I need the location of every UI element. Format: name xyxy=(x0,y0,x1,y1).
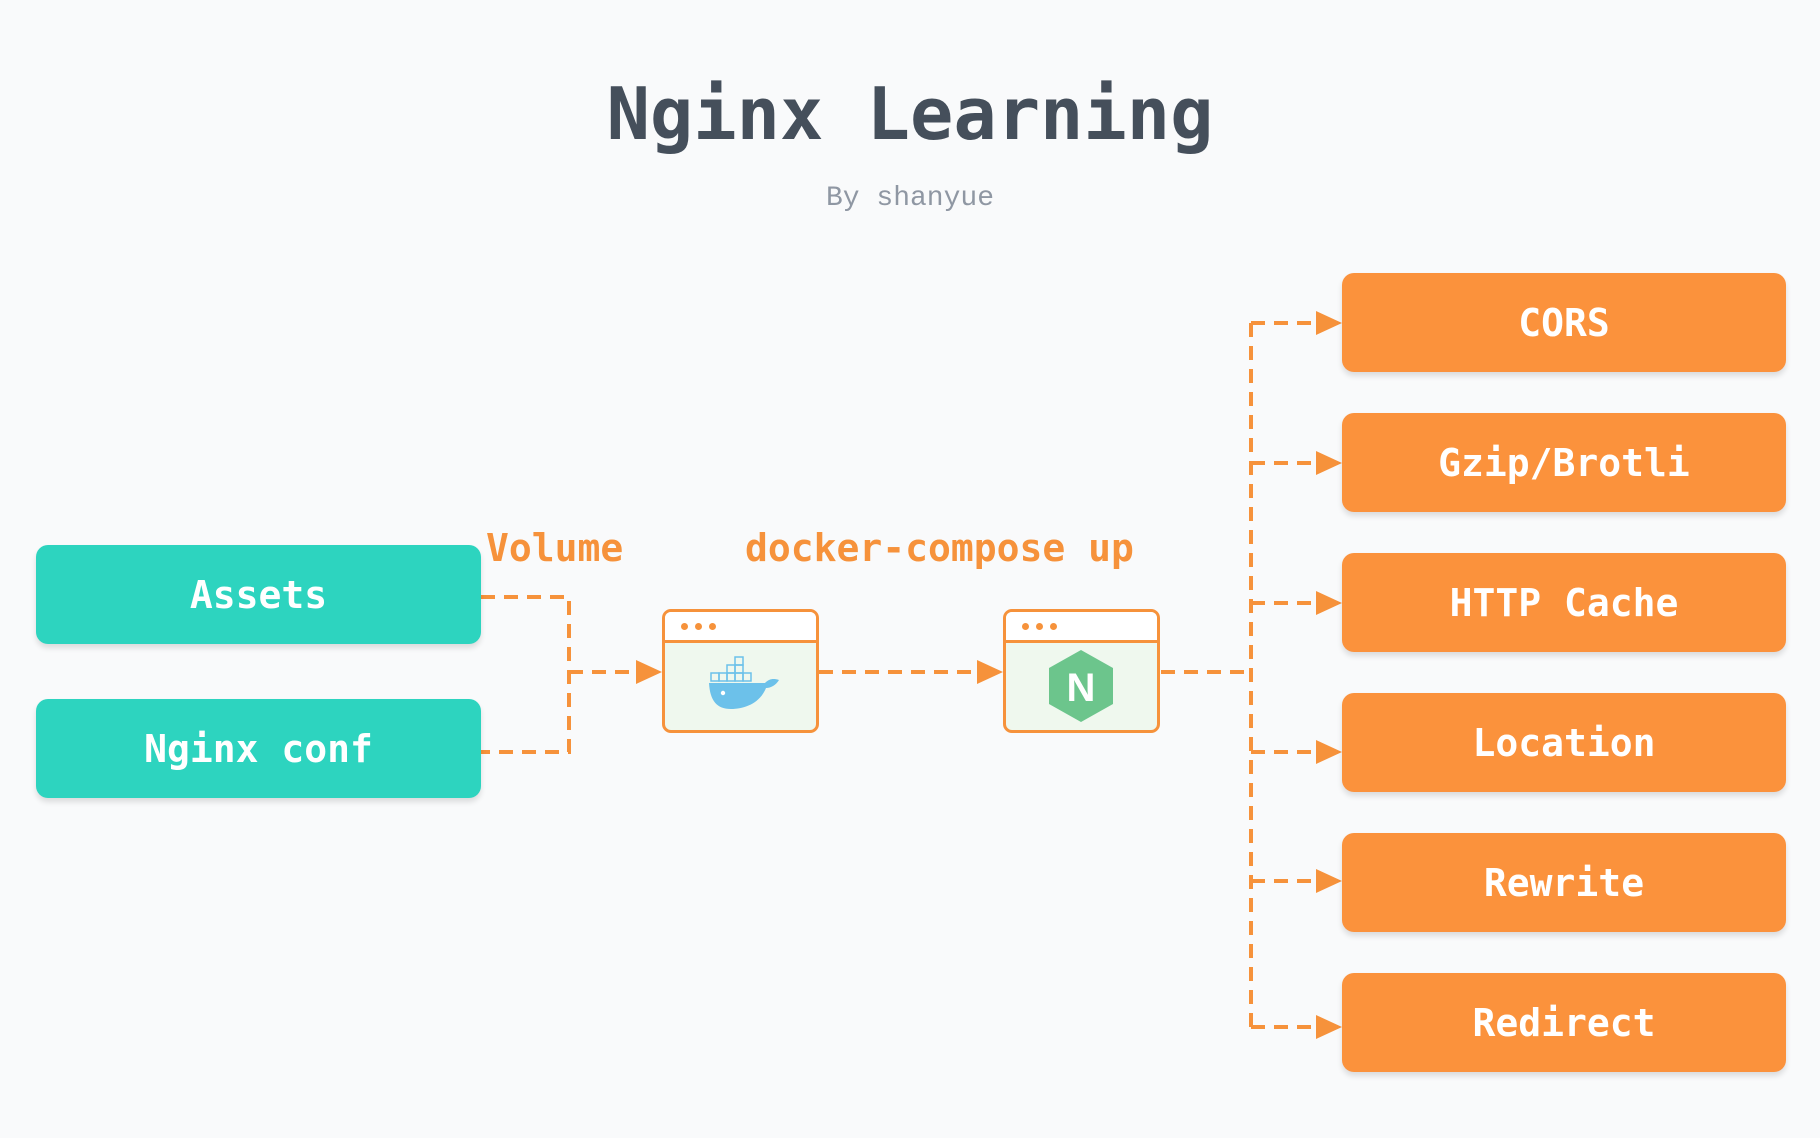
docker-whale-icon xyxy=(709,656,779,709)
window-title-bar xyxy=(1006,612,1157,643)
window-dot xyxy=(1050,623,1057,630)
volume-label: Volume xyxy=(486,526,624,570)
window-dot xyxy=(1036,623,1043,630)
arrow-to-docker xyxy=(636,660,662,684)
arrow-to-location xyxy=(1316,740,1342,764)
docker-window xyxy=(662,609,819,733)
diagram-title: Nginx Learning xyxy=(606,72,1214,156)
arrow-to-http-cache xyxy=(1316,591,1342,615)
docker-compose-label: docker-compose up xyxy=(745,526,1134,570)
feature-box-gzip-brotli: Gzip/Brotli xyxy=(1342,413,1786,512)
arrow-to-rewrite xyxy=(1316,869,1342,893)
arrow-to-gzip xyxy=(1316,451,1342,475)
feature-box-rewrite: Rewrite xyxy=(1342,833,1786,932)
connector-assets xyxy=(481,595,571,754)
input-box-assets: Assets xyxy=(36,545,481,644)
nginx-window: N xyxy=(1003,609,1160,733)
arrow-to-cors xyxy=(1316,311,1342,335)
window-dot xyxy=(681,623,688,630)
window-title-bar xyxy=(665,612,816,643)
input-box-nginx-conf: Nginx conf xyxy=(36,699,481,798)
feature-box-location: Location xyxy=(1342,693,1786,792)
window-dot xyxy=(709,623,716,630)
diagram-subtitle: By shanyue xyxy=(825,183,995,214)
feature-box-cors: CORS xyxy=(1342,273,1786,372)
feature-box-http-cache: HTTP Cache xyxy=(1342,553,1786,652)
arrow-to-nginx xyxy=(977,660,1003,684)
feature-box-redirect: Redirect xyxy=(1342,973,1786,1072)
nginx-logo-letter: N xyxy=(1067,666,1096,710)
nginx-logo-icon: N xyxy=(1049,650,1113,722)
arrow-to-redirect xyxy=(1316,1015,1342,1039)
window-dot xyxy=(695,623,702,630)
window-dot xyxy=(1022,623,1029,630)
